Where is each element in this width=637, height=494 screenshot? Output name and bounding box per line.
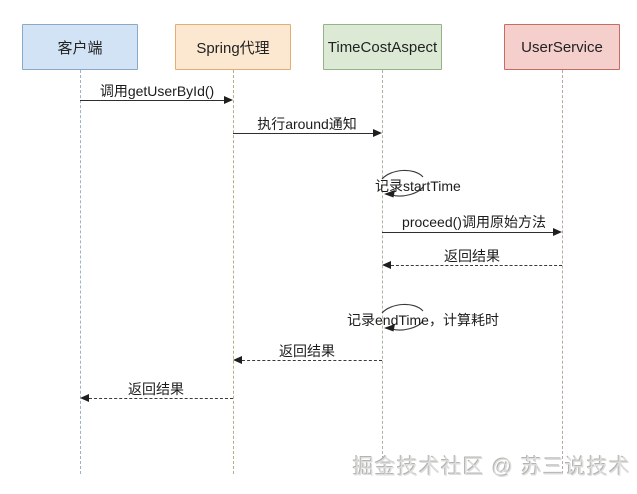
arrowhead-left-icon xyxy=(384,190,395,198)
arrowhead-left-icon xyxy=(384,324,395,332)
self-message-arc xyxy=(381,169,424,198)
actor-box-spring-proxy: Spring代理 xyxy=(175,24,291,70)
message-label: 记录endTime，计算耗时 xyxy=(347,312,499,328)
actor-label-user-service: UserService xyxy=(521,38,603,56)
arrowhead-right-icon xyxy=(224,96,233,104)
actor-label-timecost-aspect: TimeCostAspect xyxy=(327,38,438,56)
message-label: 返回结果 xyxy=(279,343,335,359)
message-label: 返回结果 xyxy=(444,248,500,264)
arrowhead-right-icon xyxy=(553,228,562,236)
self-message-arc xyxy=(381,303,424,332)
arrowhead-left-icon xyxy=(80,394,89,402)
actor-box-client: 客户端 xyxy=(22,24,138,70)
lifeline-timecost-aspect xyxy=(382,70,383,474)
message-label: 调用getUserById() xyxy=(99,83,215,99)
arrowhead-left-icon xyxy=(382,261,391,269)
lifeline-client xyxy=(80,70,81,474)
actor-label-spring-proxy: Spring代理 xyxy=(196,39,270,57)
actor-box-user-service: UserService xyxy=(504,24,620,70)
message-line xyxy=(382,232,553,233)
message-line xyxy=(391,265,562,266)
message-line xyxy=(233,133,373,134)
message-label: 执行around通知 xyxy=(257,116,357,132)
actor-box-timecost-aspect: TimeCostAspect xyxy=(323,24,442,70)
arrowhead-right-icon xyxy=(373,129,382,137)
lifeline-spring-proxy xyxy=(233,70,234,474)
message-label: 记录startTime xyxy=(375,178,461,194)
message-line xyxy=(89,398,233,399)
message-line xyxy=(242,360,382,361)
watermark-text: 掘金技术社区 @ 苏三说技术 xyxy=(353,456,631,479)
message-line xyxy=(80,100,224,101)
actor-label-client: 客户端 xyxy=(57,39,103,57)
message-label: proceed()调用原始方法 xyxy=(402,214,546,230)
arrowhead-left-icon xyxy=(233,356,242,364)
lifeline-user-service xyxy=(562,70,563,474)
message-label: 返回结果 xyxy=(128,381,184,397)
